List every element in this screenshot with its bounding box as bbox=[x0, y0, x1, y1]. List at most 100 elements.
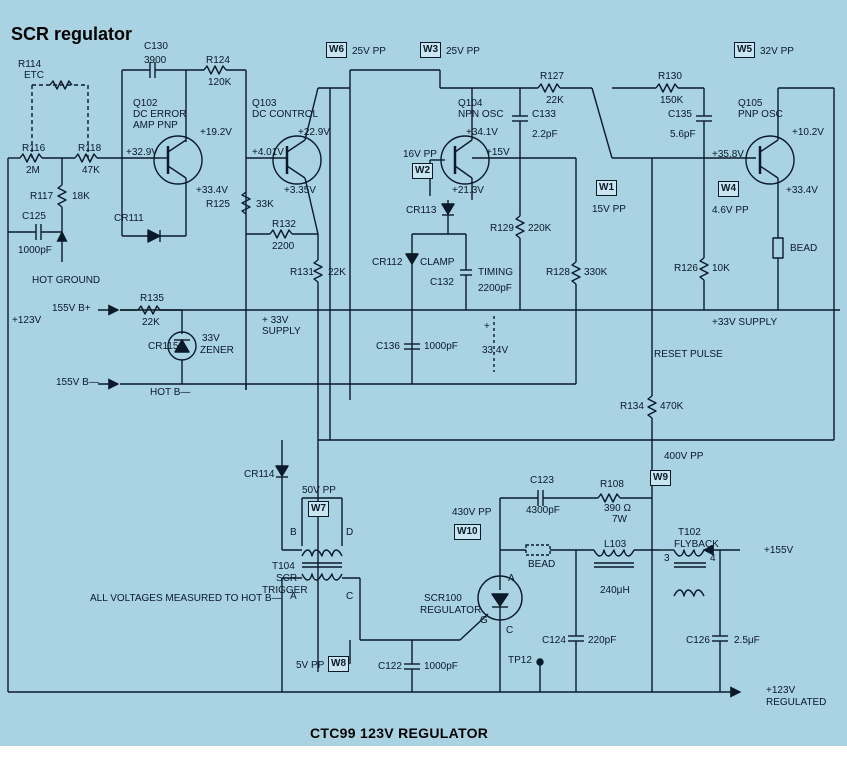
r129-ref: R129 bbox=[490, 223, 514, 234]
q103-desc1: DC CONTROL bbox=[252, 109, 319, 120]
c122-val: 1000pF bbox=[424, 661, 458, 672]
bead-label-1: BEAD bbox=[528, 559, 556, 570]
t104-l2: TRIGGER bbox=[262, 585, 308, 596]
r131-ref: R131 bbox=[290, 267, 314, 278]
bottom-margin bbox=[0, 746, 847, 757]
waveform-pp-w9: 400V PP bbox=[664, 451, 704, 462]
scr-cathode: C bbox=[506, 625, 514, 636]
reset-pulse-label: RESET PULSE bbox=[654, 349, 723, 360]
q102-desc1: DC ERROR bbox=[133, 109, 187, 120]
scr-label: REGULATOR bbox=[420, 605, 482, 616]
t102-ref: T102 bbox=[678, 527, 701, 538]
r117-ref: R117 bbox=[30, 191, 54, 202]
bead-label-2: BEAD bbox=[790, 243, 818, 254]
waveform-pp-w6: 25V PP bbox=[352, 46, 386, 57]
c125-ref: C125 bbox=[22, 211, 46, 222]
q103-ref: Q103 bbox=[252, 98, 277, 109]
r125-ref: R125 bbox=[206, 199, 230, 210]
r134-val: 470K bbox=[660, 401, 684, 412]
plus-sign: + bbox=[484, 321, 490, 332]
waveform-tag-w5: W5 bbox=[734, 42, 755, 58]
c123-ref: C123 bbox=[530, 475, 554, 486]
r135-ref: R135 bbox=[140, 293, 164, 304]
rail-hotb: HOT B— bbox=[150, 387, 191, 398]
t104-pin-c: C bbox=[346, 591, 354, 602]
rail-155b-minus: 155V B— bbox=[56, 377, 99, 388]
r132-ref: R132 bbox=[272, 219, 296, 230]
waveform-tag-w3: W3 bbox=[420, 42, 441, 58]
waveform-pp-w2: 16V PP bbox=[403, 149, 437, 160]
q105-vb: +35.8V bbox=[712, 149, 744, 160]
r127-val: 22K bbox=[546, 95, 564, 106]
q104-vc: +34.1V bbox=[466, 127, 498, 138]
t104-ref: T104 bbox=[272, 561, 295, 572]
waveform-tag-w2: W2 bbox=[412, 163, 433, 179]
t104-pin-b: B bbox=[290, 527, 297, 538]
t102-pin-4: 4 bbox=[710, 553, 716, 564]
cr115-label: ZENER bbox=[200, 345, 234, 356]
waveform-pp-w7: 50V PP bbox=[302, 485, 336, 496]
tp12-label: TP12 bbox=[508, 655, 532, 666]
r127-ref: R127 bbox=[540, 71, 564, 82]
c125-val: 1000pF bbox=[18, 245, 52, 256]
scr-ref: SCR100 bbox=[424, 593, 462, 604]
q102-vb: +32.9V bbox=[126, 147, 158, 158]
waveform-tag-w10: W10 bbox=[454, 524, 481, 540]
r116-ref: R116 bbox=[22, 143, 46, 154]
r114-val: ETC bbox=[24, 70, 44, 81]
c126-val: 2.5μF bbox=[734, 635, 760, 646]
c132-val2: 2200pF bbox=[478, 283, 512, 294]
r114-ref: R114 bbox=[18, 59, 42, 70]
cr115-v: 33V bbox=[202, 333, 220, 344]
c126-ref: C126 bbox=[686, 635, 710, 646]
supply33-label: + 33V bbox=[262, 315, 289, 326]
waveform-tag-w4: W4 bbox=[718, 181, 739, 197]
hot-ground-label: HOT GROUND bbox=[32, 275, 101, 286]
t102-label: FLYBACK bbox=[674, 539, 719, 550]
q102-ve: +33.4V bbox=[196, 185, 228, 196]
q105-ve: +33.4V bbox=[786, 185, 818, 196]
r126-ref: R126 bbox=[674, 263, 698, 274]
cr112-ref: CR112 bbox=[372, 257, 403, 268]
plus155-label: +155V bbox=[764, 545, 794, 556]
scr-anode: A bbox=[508, 573, 515, 584]
q102-desc2: AMP PNP bbox=[133, 120, 178, 131]
waveform-tag-w7: W7 bbox=[308, 501, 329, 517]
page-title: SCR regulator bbox=[11, 24, 133, 44]
q103-vc: +22.9V bbox=[298, 127, 330, 138]
c135-ref: C135 bbox=[668, 109, 692, 120]
rail-plus123: +123V bbox=[12, 315, 42, 326]
waveform-pp-w4: 4.6V PP bbox=[712, 205, 749, 216]
c130-val: 3900 bbox=[144, 55, 167, 66]
waveform-pp-w5: 32V PP bbox=[760, 46, 794, 57]
waveform-tag-w8: W8 bbox=[328, 656, 349, 672]
c133-ref: C133 bbox=[532, 109, 556, 120]
t104-pin-a: A bbox=[290, 591, 297, 602]
waveform-tag-w6: W6 bbox=[326, 42, 347, 58]
c136-val: 1000pF bbox=[424, 341, 458, 352]
footer-caption: CTC99 123V REGULATOR bbox=[310, 725, 489, 741]
r118-val: 47K bbox=[82, 165, 100, 176]
c122-ref: C122 bbox=[378, 661, 402, 672]
r132-val: 2200 bbox=[272, 241, 295, 252]
r128-val: 330K bbox=[584, 267, 608, 278]
waveform-pp-w8: 5V PP bbox=[296, 660, 325, 671]
waveform-pp-w1: 15V PP bbox=[592, 204, 626, 215]
supply33b-label: +33V SUPPLY bbox=[712, 317, 778, 328]
v334-label: 33.4V bbox=[482, 345, 509, 356]
r130-ref: R130 bbox=[658, 71, 682, 82]
q102-vc: +19.2V bbox=[200, 127, 232, 138]
c133-val: 2.2pF bbox=[532, 129, 558, 140]
c124-ref: C124 bbox=[542, 635, 566, 646]
r108-ref: R108 bbox=[600, 479, 624, 490]
r128-ref: R128 bbox=[546, 267, 570, 278]
q104-vout: +15V bbox=[486, 147, 510, 158]
r126-val: 10K bbox=[712, 263, 730, 274]
r134-ref: R134 bbox=[620, 401, 644, 412]
r116-val: 2M bbox=[26, 165, 40, 176]
r108-val2: 7W bbox=[612, 514, 627, 525]
q102-ref: Q102 bbox=[133, 98, 158, 109]
r124-ref: R124 bbox=[206, 55, 230, 66]
waveform-pp-w10: 430V PP bbox=[452, 507, 492, 518]
